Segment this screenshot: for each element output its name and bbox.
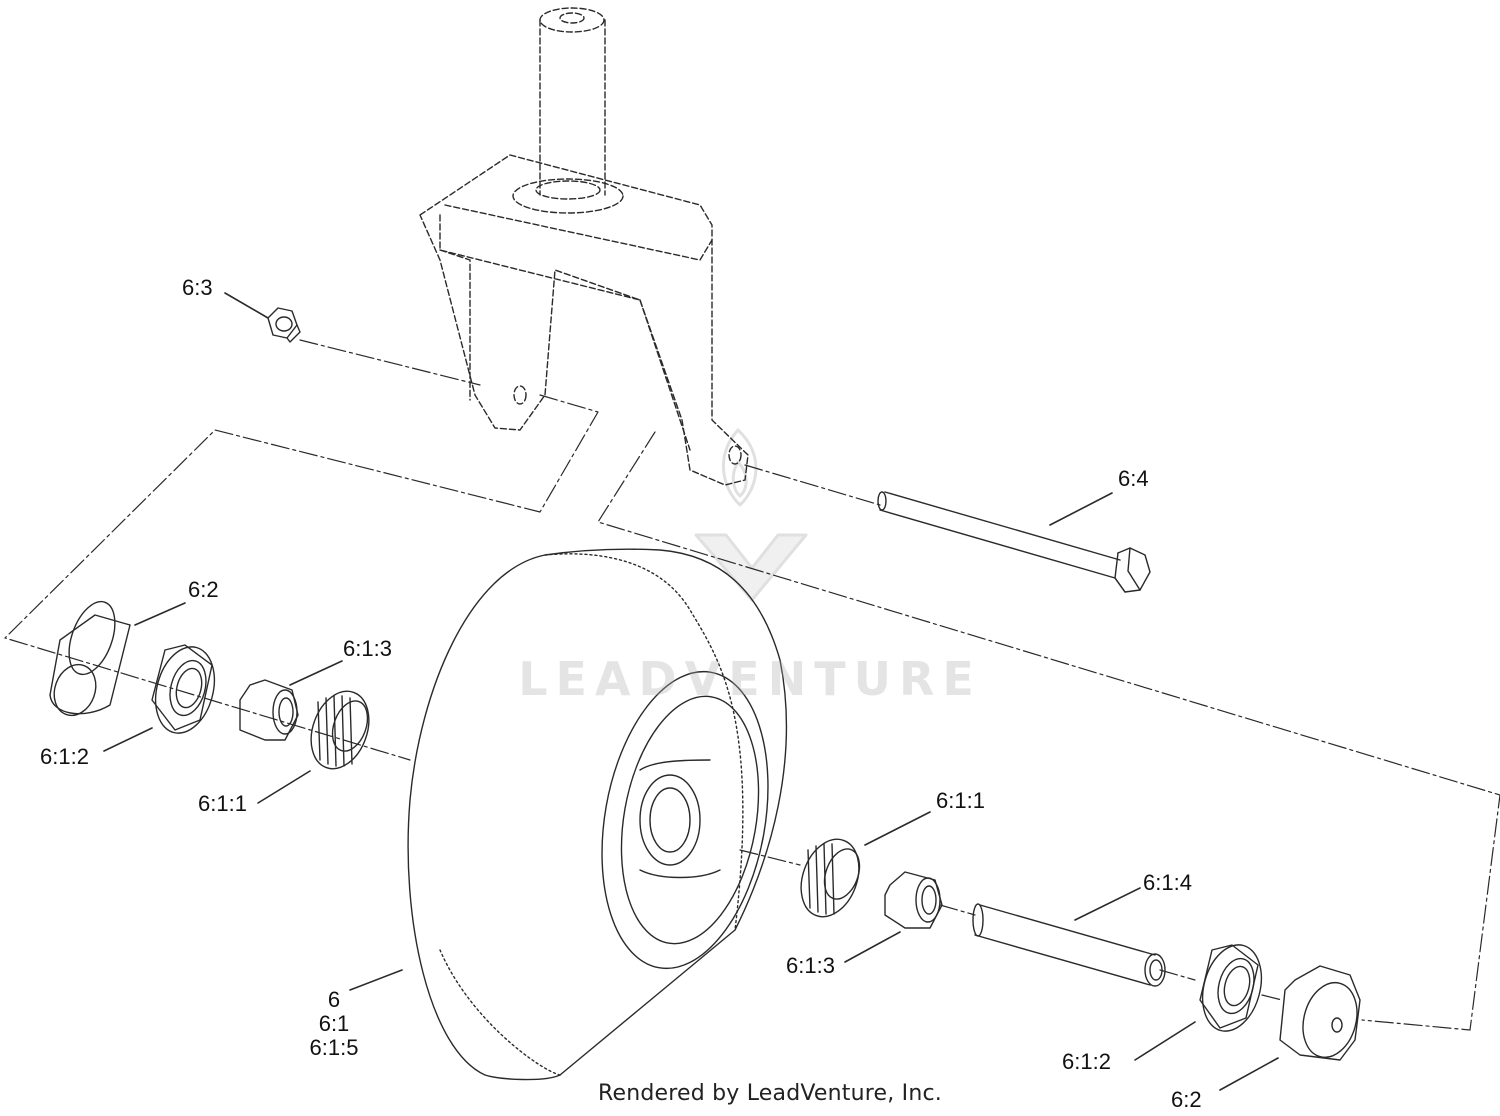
- callout-6-1-1-right: 6:1:1: [936, 788, 985, 813]
- callout-6: 6: [327, 987, 341, 1012]
- nut-part: [267, 307, 301, 343]
- callout-6-1-3-top: 6:1:3: [343, 636, 392, 661]
- wheel-tire-part: [407, 548, 788, 1081]
- callout-6-3: 6:3: [182, 275, 213, 300]
- callout-6-1-2-right: 6:1:2: [1062, 1049, 1111, 1074]
- left-bearing-part: [151, 644, 216, 734]
- callout-6-1-4: 6:1:4: [1143, 870, 1192, 895]
- right-bearing-part: [1199, 944, 1263, 1032]
- caster-fork: [419, 154, 749, 486]
- axle-bolt-part: [877, 491, 1151, 593]
- watermark-text: LEADVENTURE: [518, 652, 982, 706]
- rendered-by-footer: Rendered by LeadVenture, Inc.: [598, 1081, 942, 1106]
- right-roller-bearing-part: [800, 838, 861, 918]
- callout-6-1-2-left: 6:1:2: [40, 744, 89, 769]
- axle-sleeve-part: [972, 903, 1166, 987]
- left-roller-bearing-part: [310, 690, 370, 770]
- left-spacer-part: [239, 679, 299, 741]
- callout-tire-stack: 6 6:1 6:1:5: [300, 988, 368, 1060]
- callout-6-1: 6:1: [318, 1011, 350, 1036]
- fork-stem: [512, 7, 624, 214]
- left-cap-part: [49, 600, 131, 717]
- callout-6-4: 6:4: [1118, 466, 1149, 491]
- callout-6-1-5: 6:1:5: [309, 1035, 359, 1060]
- callout-6-1-1-left: 6:1:1: [198, 791, 247, 816]
- callout-6-2-top: 6:2: [188, 577, 219, 602]
- callout-6-1-3-bottom: 6:1:3: [786, 953, 835, 978]
- assembly-centerlines: [4, 339, 1500, 1031]
- right-spacer-part: [884, 871, 943, 929]
- leader-lines: [103, 292, 1279, 1091]
- right-cap-part: [1279, 965, 1361, 1061]
- watermark-logo: [694, 428, 808, 602]
- callout-6-2-bottom: 6:2: [1171, 1087, 1202, 1112]
